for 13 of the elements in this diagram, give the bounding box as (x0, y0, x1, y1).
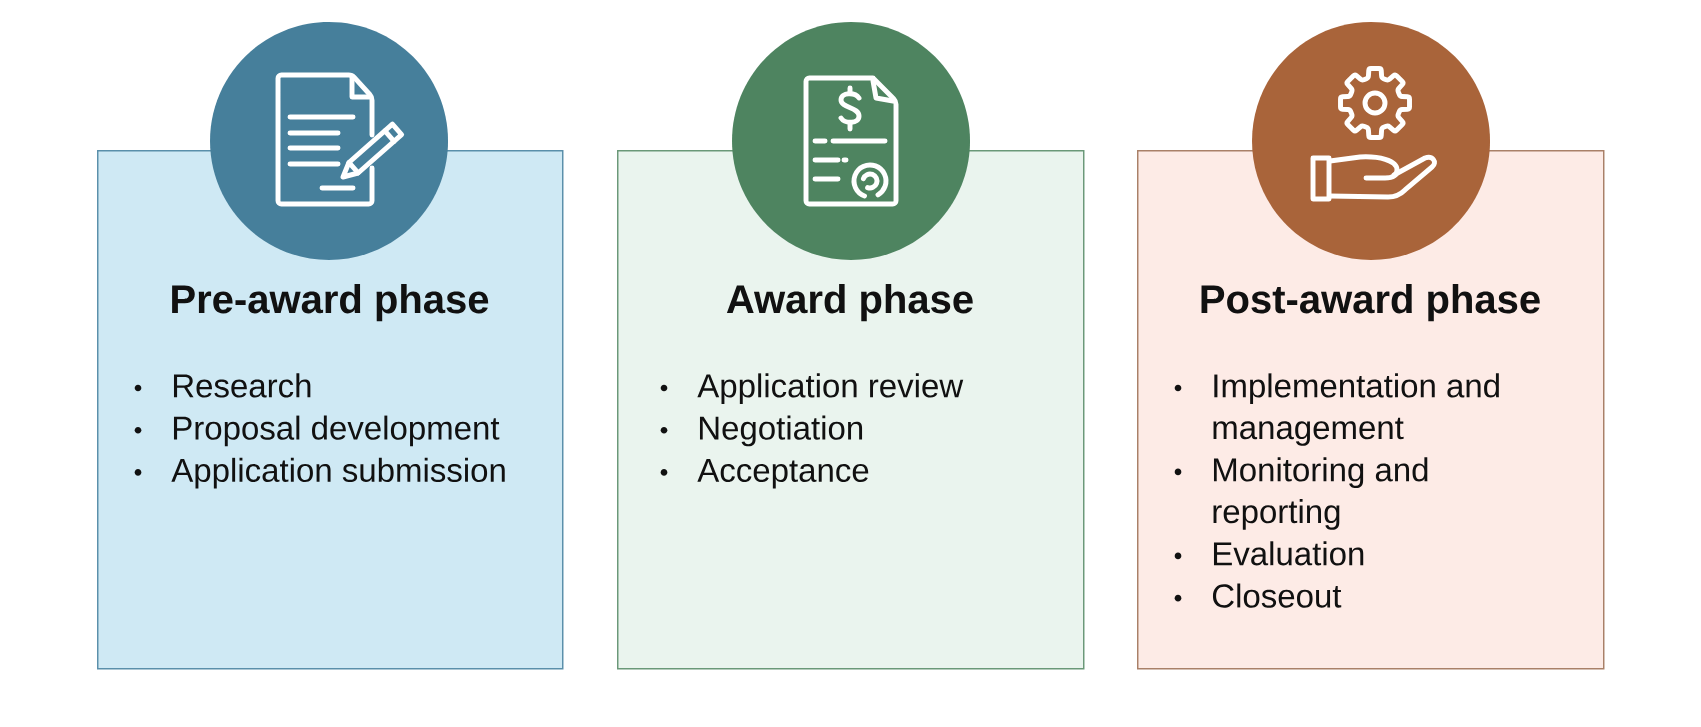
bullet-item: Application review (697, 373, 964, 405)
phase-heading: Post-award phase (1201, 284, 1540, 322)
bullet-item: Research (174, 373, 311, 398)
bullet-item: Application submission (171, 457, 505, 489)
bullet-item: Negotiation (700, 415, 863, 447)
phase-heading: Award phase (726, 284, 973, 322)
bullet-item: Acceptance (697, 459, 869, 489)
phase-heading: Pre-award phase (172, 284, 489, 322)
bullet-item: Closeout (1212, 583, 1342, 608)
bullet-item: Monitoring and reporting (1213, 457, 1428, 530)
bullet-item: Implementation and management (1213, 373, 1499, 446)
bullet-item: Evaluation (1214, 541, 1364, 566)
bullet-item: Proposal development (174, 415, 500, 447)
